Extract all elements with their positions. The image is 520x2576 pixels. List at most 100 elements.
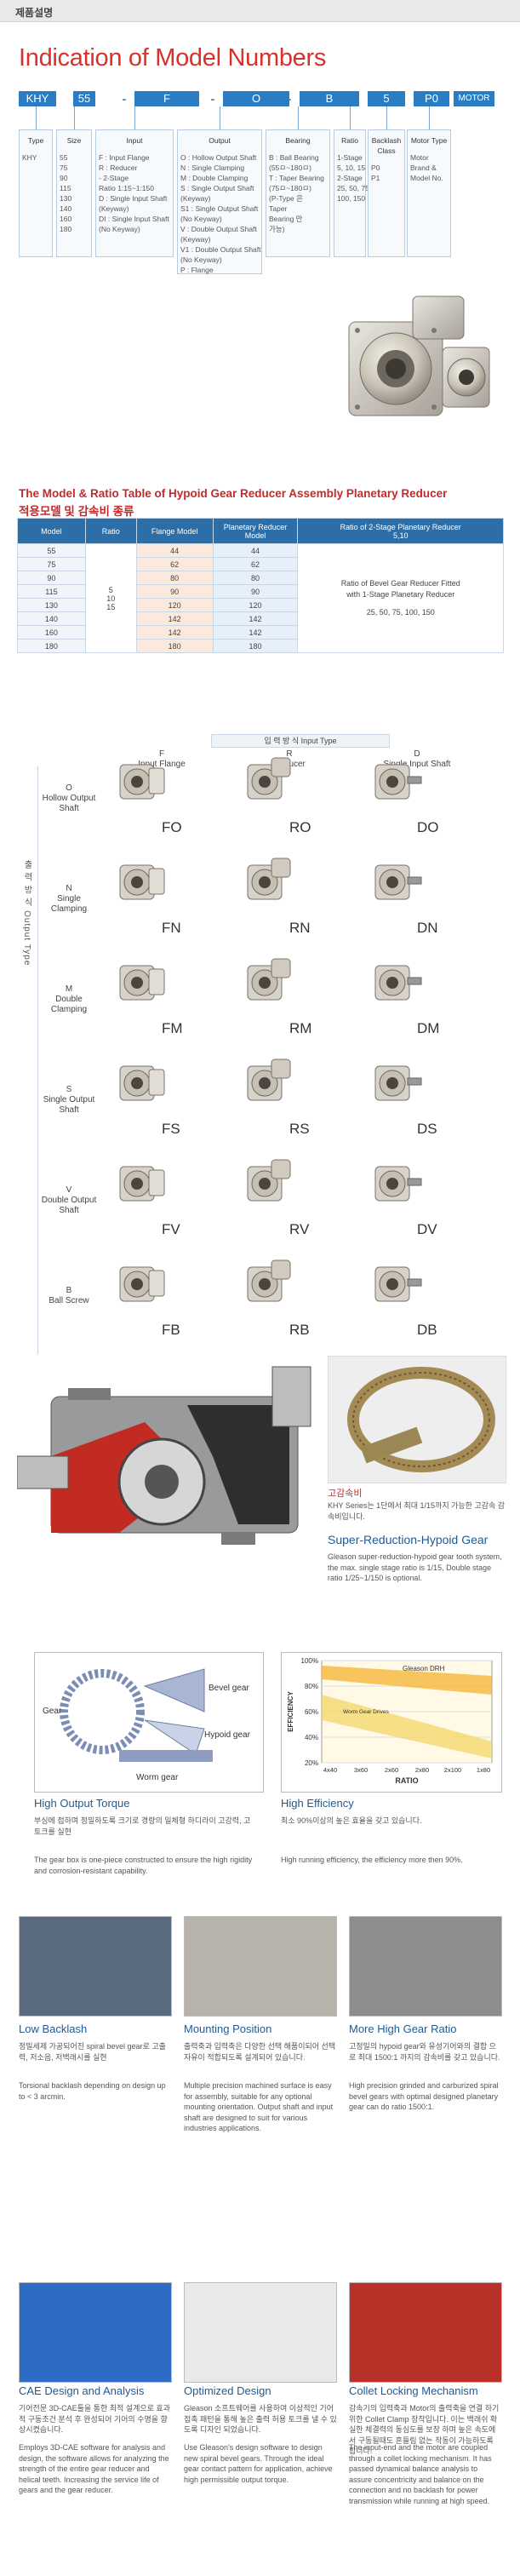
x-tick: 4x40 (323, 1766, 337, 1774)
output-row-name: Single Clamping (50, 894, 88, 914)
column-line: (Keyway) (180, 235, 211, 244)
column-head: Output (209, 136, 231, 145)
model-code: DS (417, 1121, 437, 1137)
table-header: Ratio (84, 518, 137, 544)
column-line: - 2-Stage (99, 174, 129, 182)
hypoid-small-title: 고감속비 (328, 1489, 363, 1499)
model-code: FO (162, 819, 182, 835)
gearbox-thumb (243, 1058, 295, 1115)
header-label: 제품설명 (15, 7, 54, 19)
hypoid-text: Gleason super-reduction-hypoid gear toot… (328, 1552, 502, 1582)
feature-text-ko: 최소 90%이상의 높은 효율을 갖고 있습니다. (281, 1816, 422, 1825)
gearbox-thumb-icon (247, 1159, 291, 1202)
gear-types-diagram: Gear Bevel gear Hypoid gear Worm gear (34, 1652, 264, 1793)
column-line: P1 (371, 174, 380, 182)
column-line: 100, 150 (337, 194, 366, 203)
table-cell-planetary: 142 (212, 611, 299, 626)
model-code: RM (289, 1020, 312, 1036)
code-dash: - (401, 92, 406, 106)
column-line: DI : Single Input Shaft (99, 215, 169, 223)
feature-photo (349, 2282, 502, 2383)
column-line: P0 (371, 164, 380, 172)
column-line: (Keyway) (99, 204, 129, 213)
feature-title: Low Backlash (19, 2022, 88, 2035)
table-cell-flange: 80 (135, 571, 214, 585)
model-code: RS (289, 1121, 310, 1137)
gearbox-thumb-icon (374, 1166, 422, 1202)
code-part-2: F (134, 91, 199, 106)
output-row-name: Double Clamping (50, 995, 88, 1014)
gearbox-thumb (243, 1259, 295, 1316)
column-line: B : Ball Bearing (269, 153, 319, 162)
model-code: DM (417, 1020, 440, 1036)
code-part-4: B (300, 91, 359, 106)
model-code: FV (162, 1221, 180, 1237)
model-code: FN (162, 920, 181, 936)
table-header-label: Ratio of 2-Stage Planetary Reducer (340, 522, 461, 531)
code-dash: - (355, 92, 360, 106)
column-line: 55 (60, 153, 68, 162)
gearbox-thumb-icon (119, 1166, 165, 1202)
column-line: M : Double Clamping (180, 174, 249, 182)
model-code: RN (289, 920, 311, 936)
output-row-key: M (65, 984, 73, 994)
column-head: Ratio (341, 136, 358, 145)
y-tick: 20% (305, 1759, 318, 1767)
code-dash: - (287, 92, 292, 106)
gearbox-thumb-icon (119, 864, 165, 900)
output-row-key: B (66, 1286, 72, 1295)
output-row-key: O (66, 783, 72, 793)
column-line: (Keyway) (180, 194, 211, 203)
feature-title: Optimized Design (184, 2384, 271, 2397)
column-line: (No Keyway) (180, 215, 222, 223)
feature-text-ko: 고정밀의 hypoid gear와 유성기어와의 결합 으로 최대 1500:1… (349, 2042, 500, 2062)
table-cell-model: 115 (17, 584, 86, 599)
table-header-label: Flange Model (151, 526, 198, 536)
gearbox-thumb (115, 957, 168, 1014)
model-code: DO (417, 819, 439, 835)
column-line: Brand & (410, 164, 437, 172)
column-line: Taper (269, 204, 288, 213)
gearbox-thumb-icon (374, 1065, 422, 1101)
gearbox-thumb (370, 756, 423, 813)
table-note: with 1-Stage Planetary Reducer (346, 590, 455, 599)
cutaway-gearbox-image (17, 1366, 311, 1545)
feature-text-ko: 기어전문 3D-CAE툴을 통한 최적 설계으로 효과적 구동조건 분석 후 완… (19, 2404, 170, 2434)
gearbox-thumb (370, 1259, 423, 1316)
column-line: 140 (60, 204, 72, 213)
table-header: Flange Model (135, 518, 214, 544)
gearbox-thumb-icon (374, 1266, 422, 1302)
table-cell-model: 180 (17, 639, 86, 653)
feature-text-en: High precision grinded and carburized sp… (349, 2081, 499, 2111)
x-tick: 2x60 (385, 1766, 398, 1774)
model-code: RB (289, 1322, 310, 1338)
feature-photo (19, 2282, 172, 2383)
output-row-key: S (66, 1085, 72, 1094)
column-line: N : Single Clamping (180, 164, 245, 172)
gearbox-thumb (370, 857, 423, 914)
column-line: 160 (60, 215, 72, 223)
column-line: (No Keyway) (180, 255, 222, 264)
gearbox-thumb-icon (119, 965, 165, 1001)
model-code: DB (417, 1322, 437, 1338)
connector-line (350, 106, 351, 129)
feature-photo (184, 1916, 337, 2017)
output-row-name: Ball Screw (49, 1296, 89, 1305)
hypoid-small-text: KHY Series는 1단에서 최대 1/15까지 가능한 고감속 감속비입니… (328, 1501, 506, 1521)
feature-text-ko: Gleason 소프트웨어를 사용하여 이상적인 기어 접촉 패턴을 통해 높은… (184, 2404, 337, 2434)
worm-band (322, 1695, 492, 1758)
x-tick: 2x100 (444, 1766, 461, 1774)
column-line: Bearing 만 (269, 215, 303, 223)
table-cell-planetary: 180 (212, 639, 299, 653)
feature-photo (349, 1916, 502, 2017)
gearbox-thumb-icon (247, 1259, 291, 1302)
column-line: Model No. (410, 174, 443, 182)
column-line: 25, 50, 75, (337, 184, 372, 192)
